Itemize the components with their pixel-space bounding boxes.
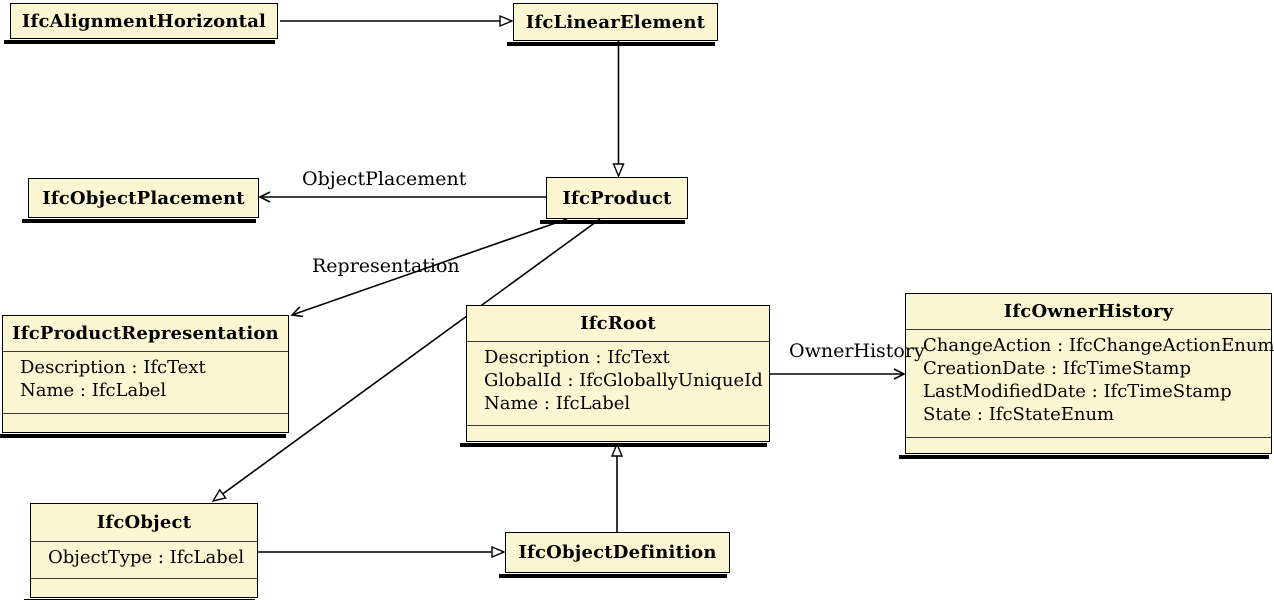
- class-title: IfcProduct: [562, 187, 672, 209]
- class-node-ifclinearelement: IfcLinearElement: [507, 3, 718, 46]
- class-node-ifcroot: IfcRoot Description : IfcText GlobalId :…: [460, 305, 770, 447]
- edge-label-objectplacement: ObjectPlacement: [302, 168, 467, 190]
- class-title: IfcOwnerHistory: [906, 294, 1271, 330]
- class-node-ifcalignmenthorizontal: IfcAlignmentHorizontal: [4, 3, 278, 44]
- class-attribute: CreationDate : IfcTimeStamp: [923, 358, 1191, 379]
- class-node-ifcobjectplacement: IfcObjectPlacement: [22, 178, 259, 223]
- class-title: IfcProductRepresentation: [3, 316, 288, 352]
- class-attribute: ChangeAction : IfcChangeActionEnum: [923, 335, 1274, 356]
- class-node-ifcobject: IfcObject ObjectType : IfcLabel: [24, 503, 258, 600]
- class-attributes: Description : IfcText GlobalId : IfcGlob…: [467, 342, 769, 426]
- class-attributes: ObjectType : IfcLabel: [31, 542, 257, 579]
- class-title: IfcObject: [31, 504, 257, 542]
- class-attribute: Name : IfcLabel: [20, 380, 167, 401]
- edge-label-representation: Representation: [312, 255, 460, 277]
- class-node-ifcownerhistory: IfcOwnerHistory ChangeAction : IfcChange…: [899, 293, 1274, 459]
- class-title: IfcAlignmentHorizontal: [21, 10, 267, 32]
- class-node-ifcproductrepresentation: IfcProductRepresentation Description : I…: [0, 315, 289, 438]
- class-title: IfcObjectPlacement: [42, 187, 245, 209]
- class-attribute: Description : IfcText: [484, 347, 670, 368]
- class-attribute: Name : IfcLabel: [484, 393, 631, 414]
- class-attribute: GlobalId : IfcGloballyUniqueId: [484, 370, 763, 391]
- class-title: IfcRoot: [467, 306, 769, 342]
- class-operations-empty: [467, 426, 769, 441]
- edge-label-ownerhistory: OwnerHistory: [789, 340, 925, 362]
- edge-association-product-productrepresentation: [290, 218, 568, 318]
- class-title: IfcObjectDefinition: [518, 542, 717, 563]
- class-attributes: Description : IfcText Name : IfcLabel: [3, 352, 288, 414]
- class-operations-empty: [3, 414, 288, 432]
- class-attribute: ObjectType : IfcLabel: [48, 547, 245, 568]
- class-title: IfcLinearElement: [525, 11, 706, 33]
- class-node-ifcobjectdefinition: IfcObjectDefinition: [499, 532, 730, 578]
- class-attribute: State : IfcStateEnum: [923, 404, 1115, 425]
- class-node-ifcproduct: IfcProduct: [540, 177, 688, 224]
- class-attribute: Description : IfcText: [20, 357, 206, 378]
- class-operations-empty: [31, 579, 257, 597]
- edge-generalization-product-object: [213, 218, 601, 501]
- class-attributes: ChangeAction : IfcChangeActionEnum Creat…: [906, 330, 1274, 438]
- class-attribute: LastModifiedDate : IfcTimeStamp: [923, 381, 1232, 402]
- class-operations-empty: [906, 438, 1271, 453]
